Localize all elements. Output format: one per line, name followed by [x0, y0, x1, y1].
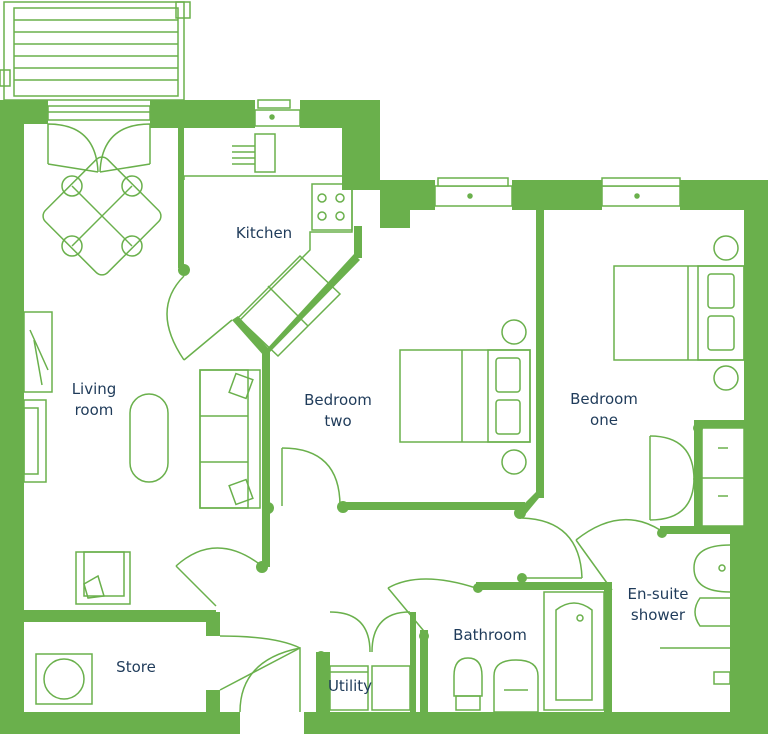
wardrobe	[701, 427, 745, 527]
label-kitchen: Kitchen	[236, 224, 292, 242]
tv-unit	[23, 311, 53, 483]
store-appliance	[35, 653, 93, 705]
label-ensuite-line2: shower	[631, 606, 686, 624]
coffee-table	[129, 393, 169, 483]
bathroom-fixtures	[453, 591, 605, 713]
label-bedroom-one-line1: Bedroom	[570, 390, 638, 408]
room-labels: Kitchen Living room Bedroom two Bedroom …	[72, 224, 689, 695]
bed-two	[399, 319, 531, 475]
label-utility: Utility	[328, 677, 372, 695]
sofa	[199, 369, 261, 509]
bed-one	[613, 235, 745, 391]
label-bedroom-two-line2: two	[324, 412, 351, 430]
dining-table	[42, 156, 162, 276]
label-bathroom: Bathroom	[453, 626, 527, 644]
kitchen-units	[183, 133, 353, 358]
furniture	[23, 133, 745, 713]
label-living-line1: Living	[72, 380, 117, 398]
armchair	[75, 551, 131, 605]
utility-appliances	[329, 665, 411, 711]
label-store: Store	[116, 658, 156, 676]
doors	[47, 123, 695, 713]
label-ensuite-line1: En-suite	[628, 585, 689, 603]
walls	[0, 100, 768, 734]
label-bedroom-two-line1: Bedroom	[304, 391, 372, 409]
label-living-line2: room	[75, 401, 114, 419]
balcony	[0, 1, 191, 101]
windows	[47, 99, 681, 207]
ensuite-fixtures	[660, 544, 731, 685]
label-bedroom-one-line2: one	[590, 411, 618, 429]
